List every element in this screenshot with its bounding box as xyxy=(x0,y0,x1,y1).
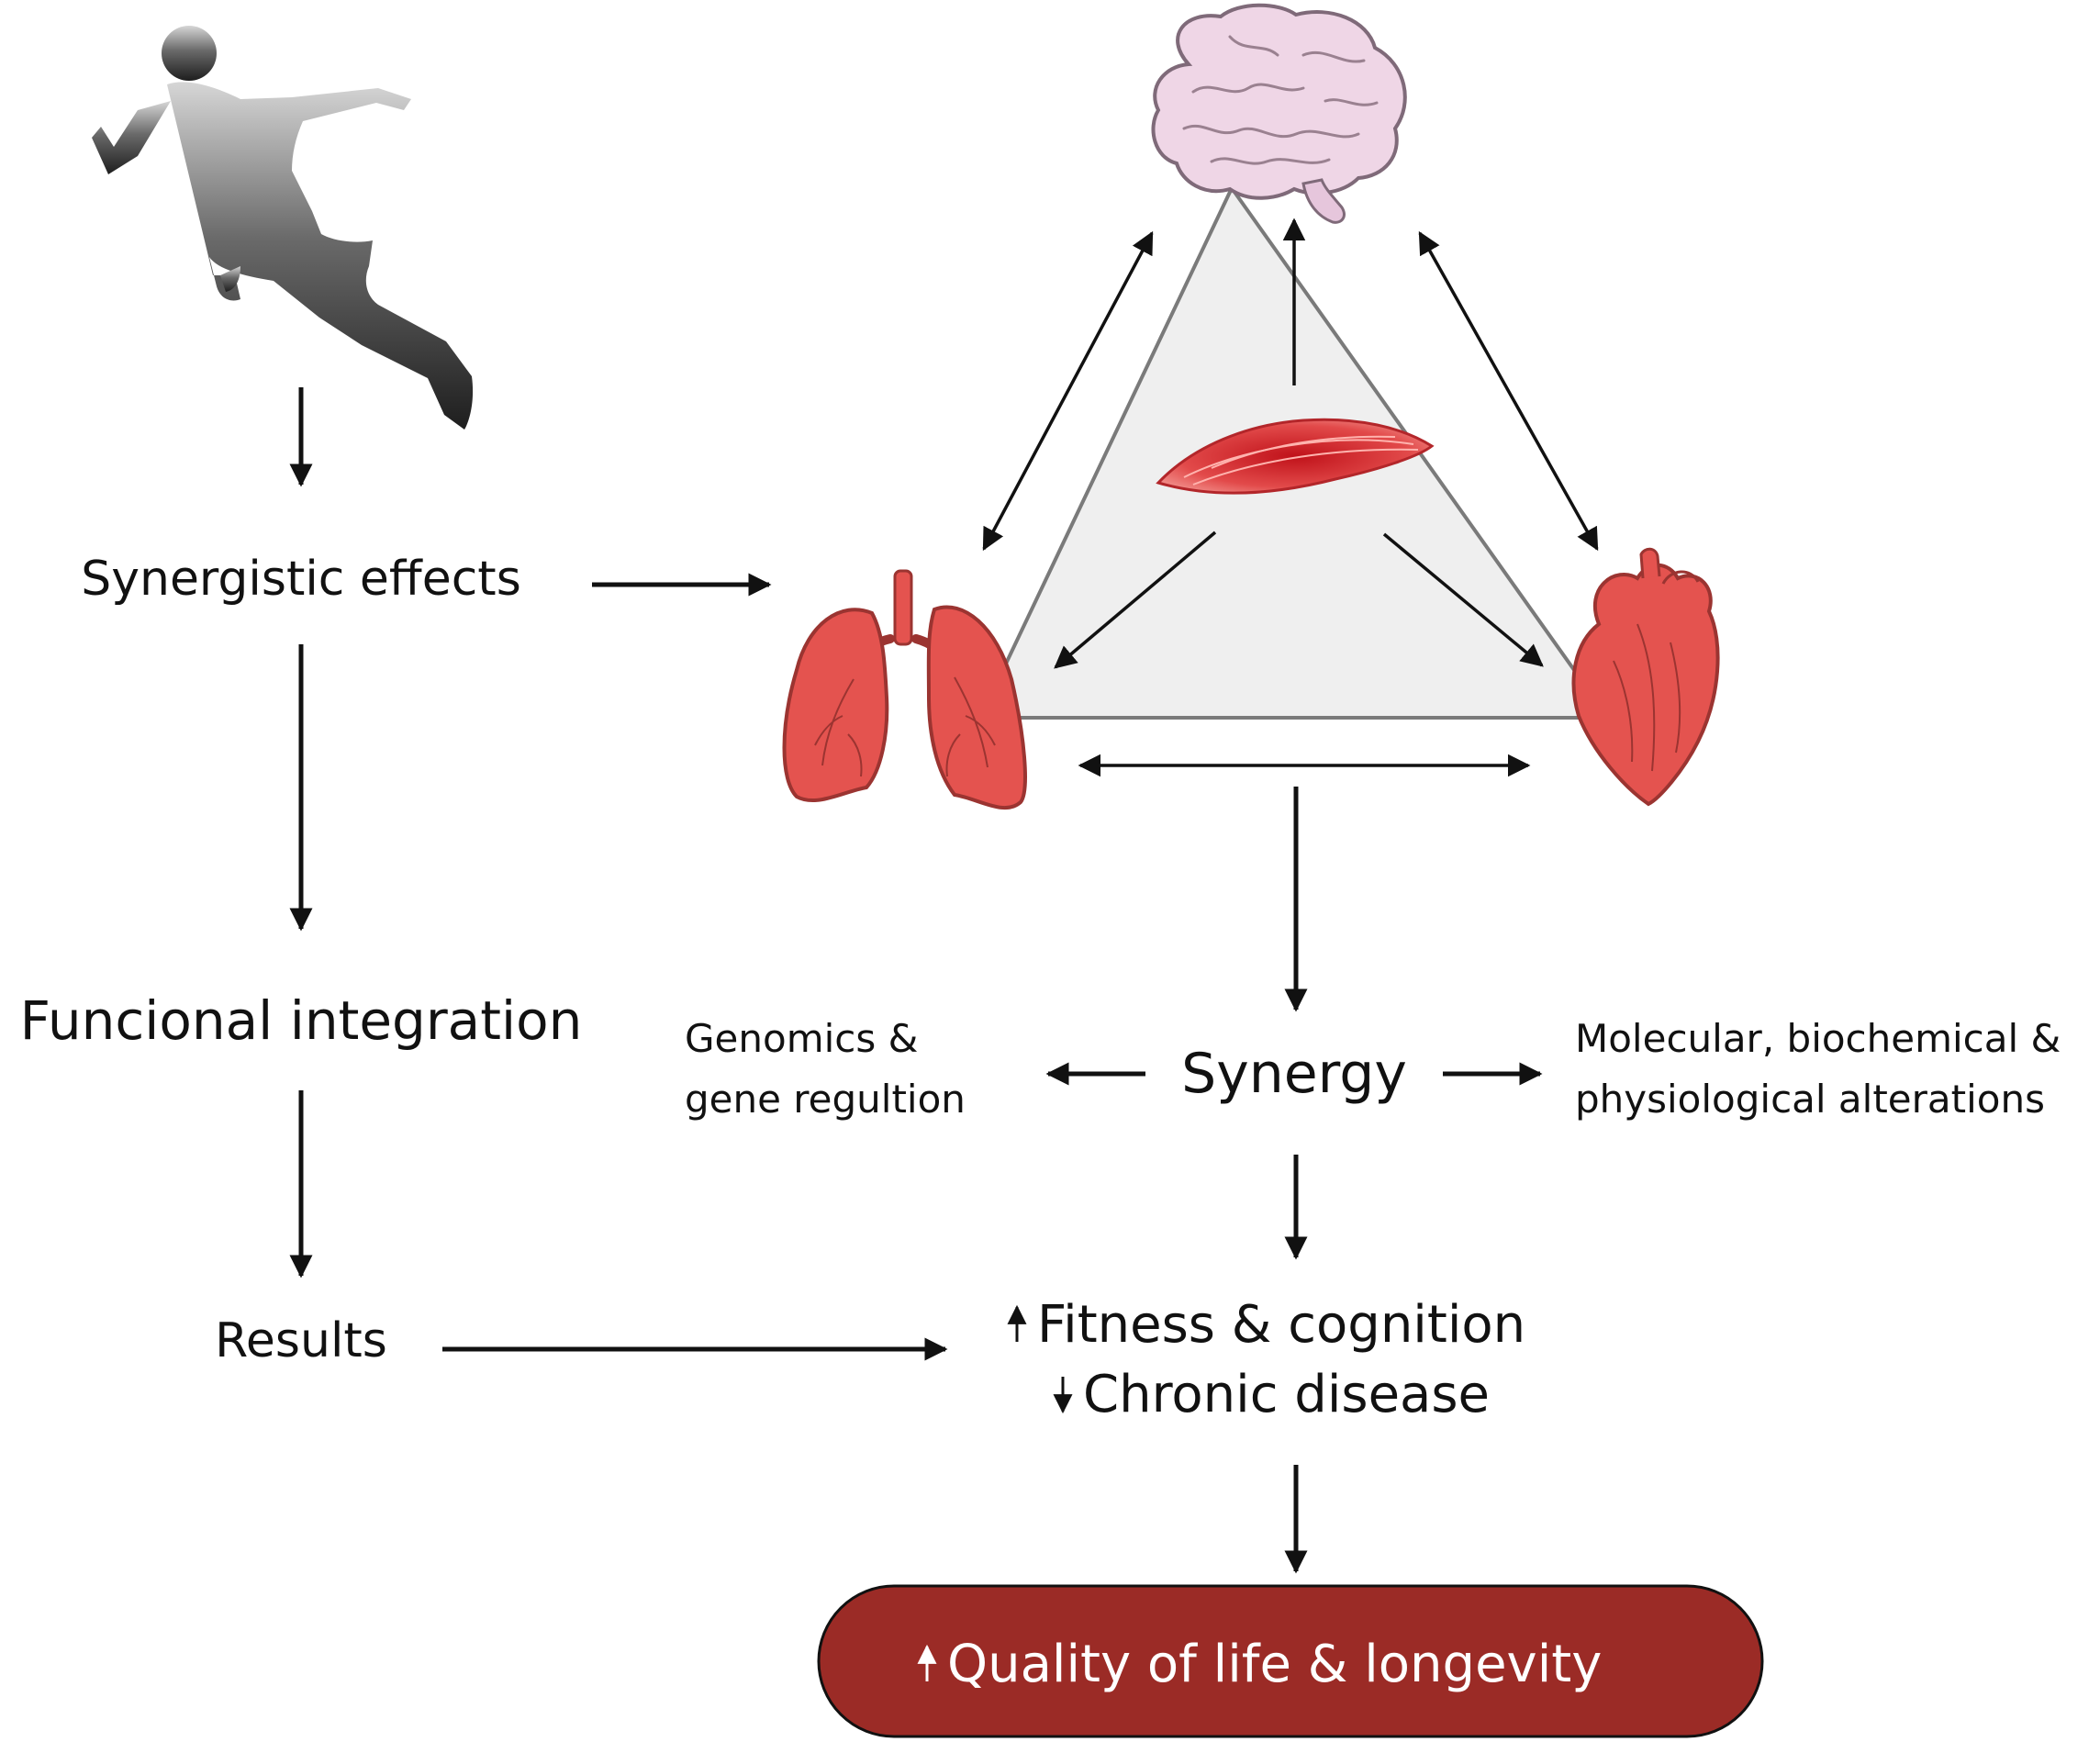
arrow-muscle-heart xyxy=(1382,532,1544,667)
label-molecular-line2: physiological alterations xyxy=(1575,1077,2045,1122)
label-molecular-line1: Molecular, biochemical & xyxy=(1575,1016,2061,1061)
triangle-arrows xyxy=(982,218,1599,777)
label-genomics-line1: Genomics & xyxy=(685,1016,918,1061)
arrow-muscle-lungs xyxy=(1054,530,1217,669)
brain-icon xyxy=(1151,3,1407,224)
flow-arrows xyxy=(1045,787,1543,1574)
runner-silhouette-icon xyxy=(92,26,474,430)
label-synergy: Synergy xyxy=(1181,1042,1407,1106)
heart-icon xyxy=(1571,547,1720,807)
label-fitness-cognition: Fitness & cognition xyxy=(1037,1295,1525,1355)
label-functional-integration: Funcional integration xyxy=(20,989,583,1052)
connector-arrows xyxy=(289,387,948,1361)
label-chronic-disease: Chronic disease xyxy=(1083,1365,1490,1424)
muscle-icon xyxy=(1156,418,1435,495)
label-results: Results xyxy=(215,1313,387,1368)
label-genomics-line2: gene regultion xyxy=(685,1077,966,1122)
arrow-brain-lungs xyxy=(982,230,1154,552)
lungs-icon xyxy=(782,569,1027,810)
label-synergistic-effects: Synergistic effects xyxy=(81,552,521,607)
label-quality-of-life: Quality of life & longevity xyxy=(947,1635,1602,1694)
arrow-brain-heart xyxy=(1418,230,1599,552)
quality-pill xyxy=(817,1584,1764,1738)
